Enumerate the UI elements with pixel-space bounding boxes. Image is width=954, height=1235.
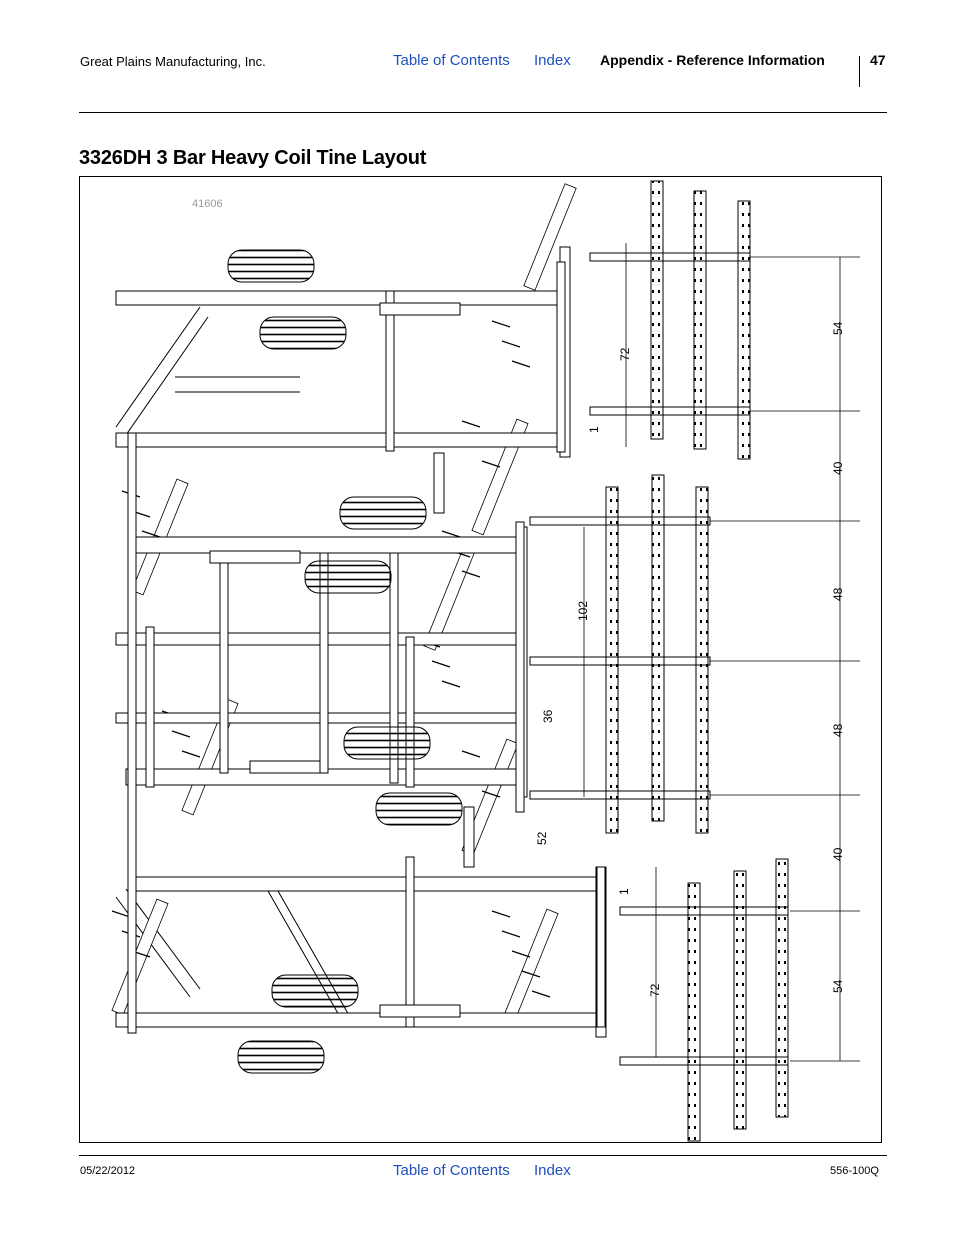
hydraulic-cylinders — [209, 302, 475, 1018]
dim-40-bottom: 40 — [831, 847, 845, 861]
footer-index-link[interactable]: Index — [534, 1162, 571, 1179]
tine-spikes — [111, 320, 551, 998]
dim-48-lower: 48 — [831, 723, 845, 737]
dim-40-top: 40 — [831, 461, 845, 475]
tine-layout-drawing: 41606 — [111, 180, 860, 1142]
dim-54-bottom: 54 — [831, 979, 845, 993]
tine-bars — [605, 180, 789, 1142]
page-title: 3326DH 3 Bar Heavy Coil Tine Layout — [79, 147, 427, 169]
dim-72-bottom: 72 — [648, 983, 662, 997]
dimension-labels: 54 40 48 48 40 54 72 1 102 36 52 1 72 — [535, 321, 845, 997]
section-title: Appendix - Reference Information — [600, 52, 825, 68]
dim-54-top: 54 — [831, 321, 845, 335]
header-divider — [859, 56, 860, 87]
page-number: 47 — [870, 52, 886, 68]
layout-figure: 41606 — [79, 176, 882, 1143]
dim-72-top: 72 — [618, 347, 632, 361]
dim-48-upper: 48 — [831, 587, 845, 601]
footer-date: 05/22/2012 — [80, 1165, 136, 1177]
table-of-contents-link[interactable]: Table of Contents — [393, 52, 510, 69]
dim-36: 36 — [541, 709, 555, 723]
dim-52: 52 — [535, 831, 549, 845]
dimension-lines — [583, 243, 860, 1062]
header-rule — [79, 112, 887, 113]
tires — [227, 249, 463, 1074]
company-name: Great Plains Manufacturing, Inc. — [80, 54, 266, 69]
document-number: 556-100Q — [830, 1165, 879, 1177]
harrow-frames — [515, 252, 789, 1066]
dim-1-top: 1 — [587, 426, 601, 433]
footer-table-of-contents-link[interactable]: Table of Contents — [393, 1162, 510, 1179]
dim-1-bottom: 1 — [617, 888, 631, 895]
index-link[interactable]: Index — [534, 52, 571, 69]
footer-rule — [79, 1155, 887, 1156]
coil-tine-rows — [111, 183, 577, 1026]
dim-102: 102 — [576, 601, 590, 621]
figure-number: 41606 — [192, 198, 223, 210]
